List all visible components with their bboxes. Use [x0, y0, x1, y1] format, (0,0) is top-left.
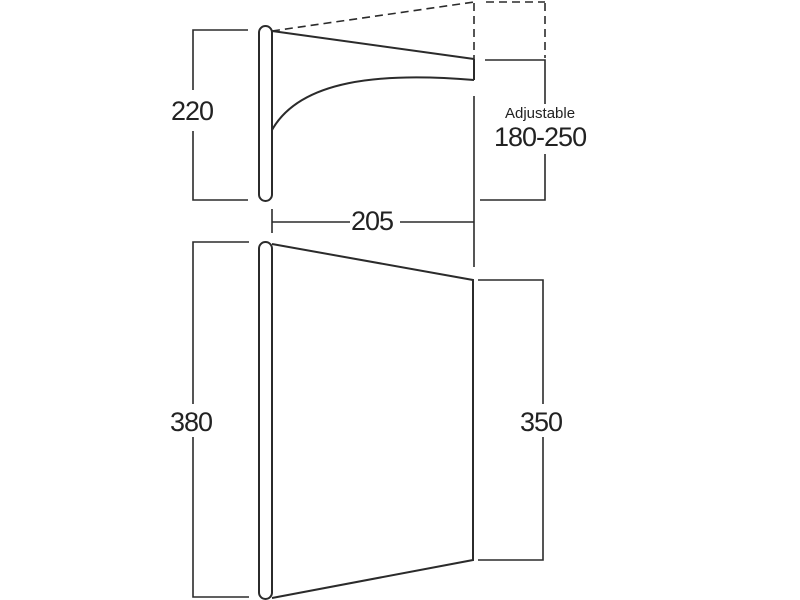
height-380-bracket-bottom [192, 437, 249, 598]
height-380-bracket-top [192, 241, 249, 404]
height-220-label: 220 [171, 96, 214, 126]
adjustable-caption: Adjustable [505, 105, 576, 122]
front-view [192, 241, 544, 600]
height-350-label: 350 [520, 407, 563, 437]
height-380-label: 380 [170, 407, 213, 437]
front-panel [271, 243, 474, 599]
height-350-bracket-bottom [478, 437, 544, 561]
adjustable-range-label: 180-250 [494, 122, 587, 152]
height-220-bracket-bottom [192, 131, 248, 201]
side-view [192, 1, 546, 267]
front-pole [258, 241, 273, 600]
adjustable-bracket-top [485, 59, 546, 104]
height-220-bracket-top [192, 29, 248, 90]
roof-line [271, 30, 475, 60]
height-350-bracket-top [478, 279, 544, 404]
depth-205-label: 205 [351, 206, 394, 236]
adjustable-bracket-bottom [480, 154, 546, 201]
roof-curve [271, 76, 475, 131]
dashed-extended-roof [271, 1, 475, 32]
side-pole [258, 25, 273, 202]
